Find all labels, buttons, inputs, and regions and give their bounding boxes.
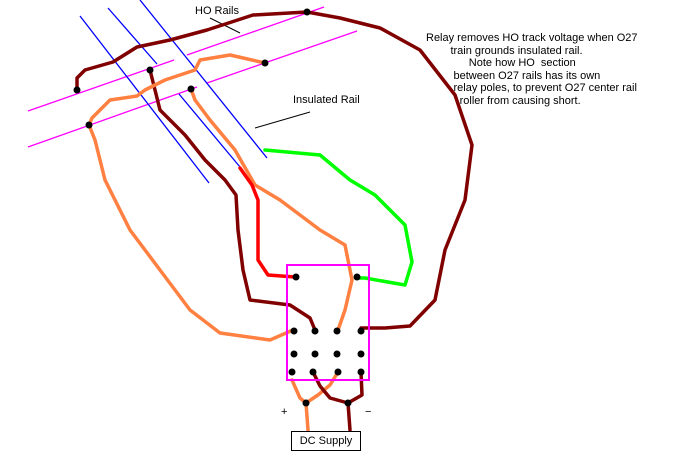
ho-rail-upper-right [186, 6, 325, 56]
ho-rail-lower-right [206, 30, 358, 84]
wire-ho-rail-to-relay [75, 10, 474, 330]
dc-supply-box: DC Supply [291, 431, 361, 451]
note-line: Relay removes HO track voltage when O27 [426, 32, 638, 44]
wire-red-insulated [238, 166, 297, 279]
insulated-rail-leader [254, 111, 311, 129]
o27-rails [79, 0, 268, 184]
minus-label: − [365, 406, 372, 418]
wire-dark-minus-1 [311, 370, 352, 432]
wire-orange-ho-2 [189, 87, 354, 332]
insulated-rail-label: Insulated Rail [293, 94, 360, 106]
plus-label: + [281, 406, 288, 418]
wire-dark-minus-2 [346, 370, 364, 405]
ho-rail-lower-left [27, 86, 198, 148]
connection-dots [73, 8, 365, 407]
relay-box [286, 264, 370, 381]
wire-orange-ho-loop [87, 53, 295, 342]
note-line: roller from causing short. [426, 94, 581, 107]
note-line: train grounds insulated rail. [426, 44, 583, 57]
o27-center-rail [107, 7, 158, 65]
o27-rail-right [139, 0, 268, 159]
note-line: between O27 rails has its own [426, 69, 601, 82]
wire-orange-plus-1 [290, 378, 310, 432]
note-line: Note how HO section [426, 57, 576, 69]
insulated-rail [178, 93, 241, 168]
ho-rails-label: HO Rails [195, 5, 240, 17]
wire-green-o27 [263, 148, 414, 287]
note-line: relay poles, to prevent O27 center rail [426, 82, 637, 94]
wire-ho-rail-2-to-relay [148, 68, 317, 332]
relay-note: Relay removes HO track voltage when O27 … [426, 32, 638, 107]
o27-rail-left [79, 15, 210, 184]
